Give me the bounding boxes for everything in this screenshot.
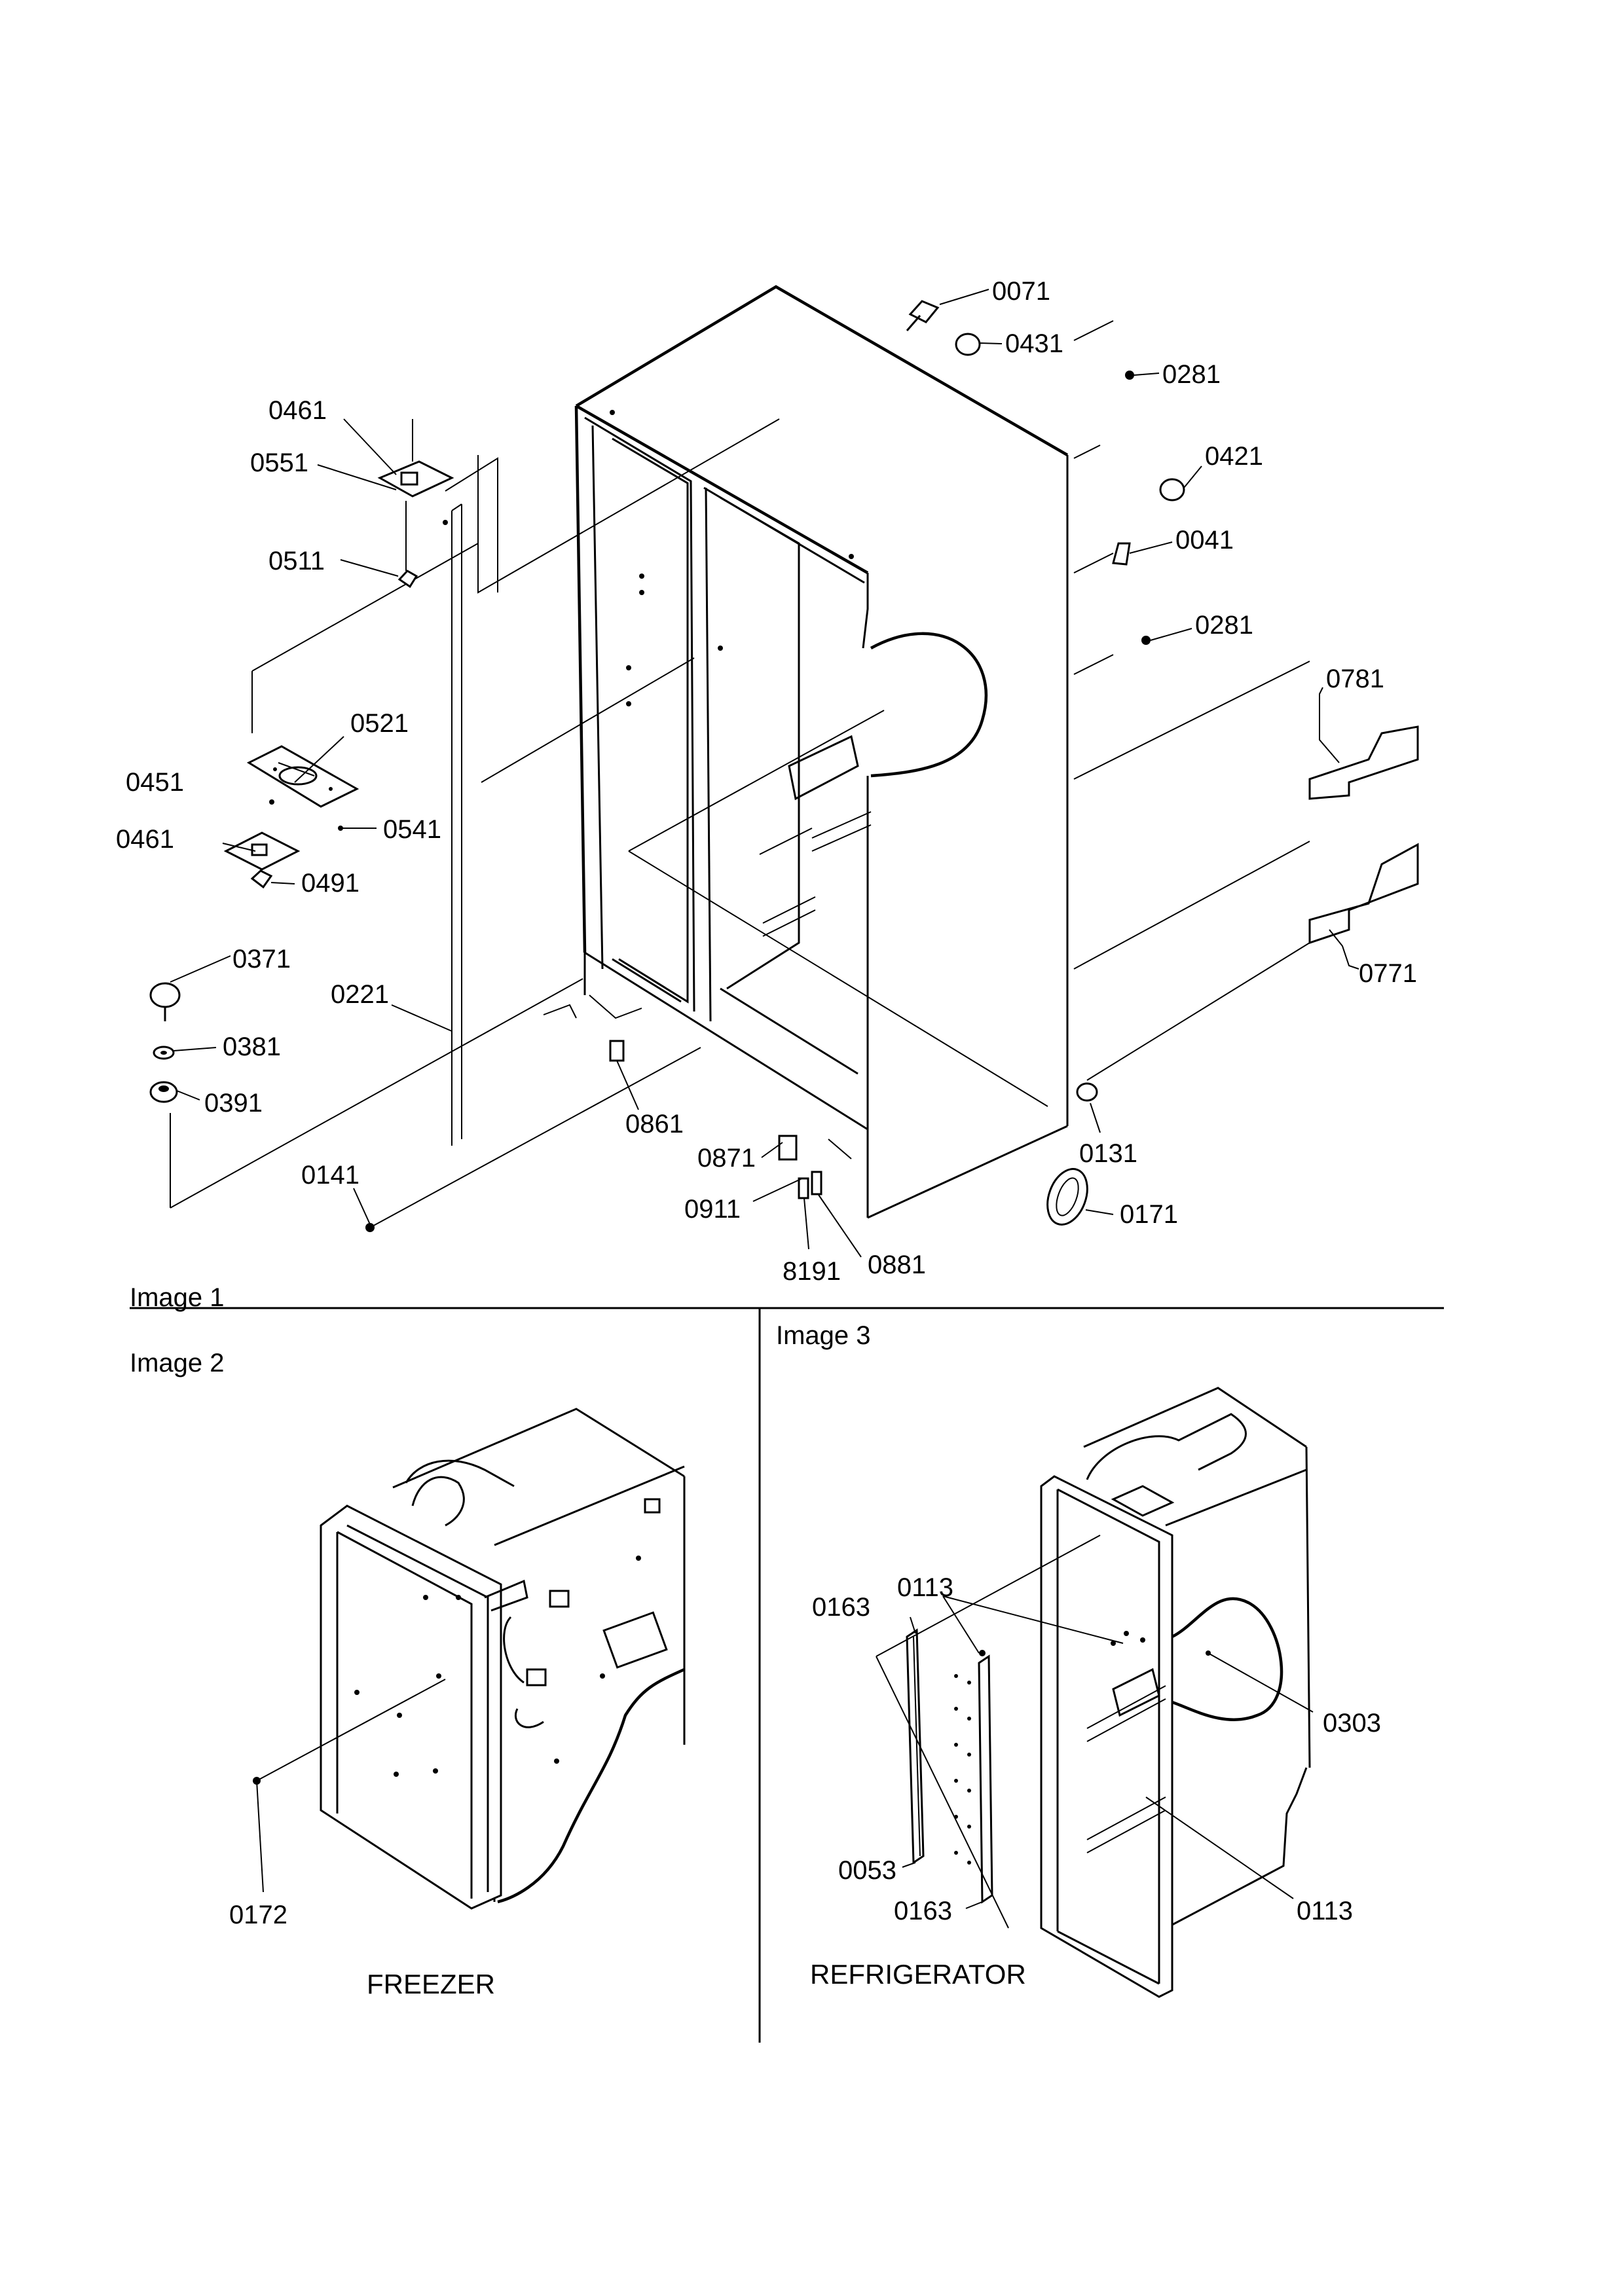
- image3-title: Image 3: [776, 1321, 871, 1350]
- label-0041: 0041: [1175, 526, 1234, 555]
- plug-0131-icon: [1076, 1082, 1098, 1102]
- image2-freezer-view: Image 2 0172: [130, 1349, 686, 1999]
- label-0511: 0511: [268, 547, 325, 575]
- bracket-0871-icon: [778, 1135, 798, 1161]
- screw-0281b-icon: [1141, 636, 1151, 645]
- screw-0141-icon: [365, 1223, 375, 1232]
- image1-leaders: [170, 289, 1359, 1258]
- hinge-bottom-0461-icon: [223, 831, 301, 871]
- bushing-0431-icon: [955, 333, 981, 356]
- label-0461-bottom: 0461: [116, 825, 174, 854]
- label-0451: 0451: [126, 768, 184, 797]
- cabinet-shell: [574, 285, 1069, 1219]
- label-0163-top: 0163: [812, 1593, 870, 1622]
- label-0163-bottom: 0163: [894, 1897, 952, 1925]
- clip-0881-icon: [811, 1139, 852, 1195]
- bushing-0491-icon: [250, 869, 273, 889]
- refrigerator-caption: REFRIGERATOR: [810, 1959, 1026, 1990]
- label-0281-mid: 0281: [1195, 611, 1253, 640]
- label-0881: 0881: [868, 1250, 926, 1279]
- bracket-0861-icon: [543, 994, 642, 1062]
- label-0911: 0911: [684, 1195, 741, 1224]
- label-0371: 0371: [232, 945, 291, 974]
- label-0461-top: 0461: [268, 396, 327, 425]
- label-0421: 0421: [1205, 442, 1263, 471]
- label-0113-bottom: 0113: [1297, 1897, 1353, 1925]
- label-0113-top: 0113: [897, 1573, 953, 1602]
- bushing-0421-icon: [1159, 478, 1185, 501]
- label-0771: 0771: [1359, 959, 1417, 988]
- freezer-caption: FREEZER: [367, 1969, 495, 1999]
- label-0781: 0781: [1326, 665, 1384, 693]
- label-0381: 0381: [223, 1032, 281, 1061]
- base-0391-icon: [149, 1081, 178, 1103]
- hinge-top-0461-icon: [377, 419, 454, 525]
- label-8191: 8191: [783, 1257, 841, 1286]
- washer-0381-icon: [153, 1046, 175, 1060]
- bushing-0511-icon: [397, 501, 418, 589]
- label-0053: 0053: [838, 1856, 896, 1885]
- clip-8191-icon: [798, 1177, 809, 1199]
- leg-0371-icon: [149, 982, 181, 1021]
- label-0131: 0131: [1079, 1139, 1137, 1168]
- screw-0281a-icon: [1125, 371, 1134, 380]
- label-0141: 0141: [301, 1161, 360, 1190]
- label-0871: 0871: [697, 1144, 756, 1173]
- cabinet-liners: [584, 410, 872, 1075]
- label-0551: 0551: [250, 448, 308, 477]
- label-0491: 0491: [301, 869, 360, 898]
- label-0071: 0071: [992, 277, 1050, 306]
- label-0391: 0391: [204, 1089, 263, 1118]
- label-0521: 0521: [350, 709, 409, 738]
- image1-cabinet-view: 0071 0431 0281 0421 0041 0281 0781 0771 …: [116, 277, 1419, 1312]
- trim-0781-icon: [1308, 725, 1419, 800]
- label-0303: 0303: [1323, 1709, 1381, 1738]
- label-0281-top: 0281: [1162, 360, 1221, 389]
- label-0541: 0541: [383, 815, 441, 844]
- image3-refrigerator-view: Image 3: [776, 1321, 1381, 1998]
- side-panel-outline: [251, 418, 1048, 1146]
- label-0171: 0171: [1120, 1200, 1178, 1229]
- label-0861: 0861: [625, 1110, 684, 1139]
- trim-0771-icon: [1308, 843, 1419, 945]
- image2-title: Image 2: [130, 1349, 225, 1377]
- bolt-0071-icon: [906, 300, 940, 331]
- label-0221: 0221: [331, 980, 389, 1009]
- guide-lines: [170, 320, 1310, 1228]
- hinge-middle-0451-icon: [246, 745, 360, 831]
- label-0172: 0172: [229, 1901, 287, 1929]
- hinge-pin-0041-icon: [1112, 542, 1131, 566]
- grille-0171-icon: [1046, 1168, 1088, 1226]
- label-0431: 0431: [1005, 329, 1063, 358]
